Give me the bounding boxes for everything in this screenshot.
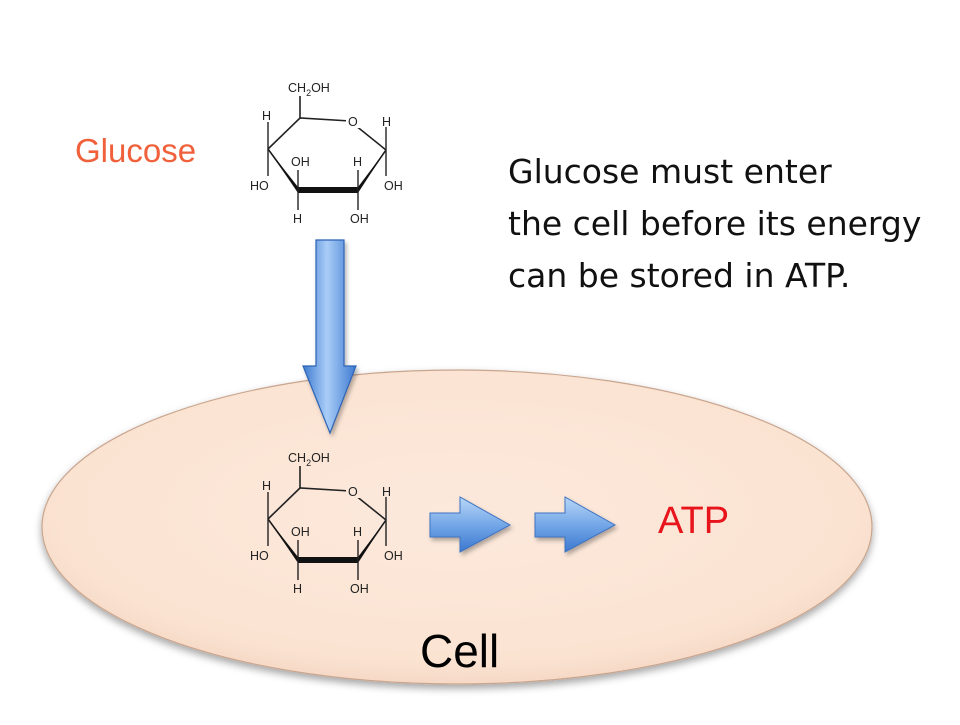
svg-text:O: O (348, 115, 358, 129)
svg-text:H: H (262, 479, 271, 493)
glucose-molecule-outside: CH2OH O H H HO OH OH H H OH (250, 81, 403, 226)
svg-text:H: H (262, 109, 271, 123)
right-arrow-icon-2 (534, 496, 617, 553)
caption-text: Glucose must enter the cell before its e… (508, 146, 921, 302)
svg-text:H: H (293, 582, 302, 596)
glucose-label: Glucose (75, 132, 197, 169)
svg-text:HO: HO (250, 179, 269, 193)
svg-text:H: H (293, 212, 302, 226)
svg-text:OH: OH (291, 525, 310, 539)
svg-text:OH: OH (384, 179, 403, 193)
svg-text:H: H (353, 155, 362, 169)
svg-text:CH2OH: CH2OH (288, 81, 330, 98)
svg-text:OH: OH (350, 212, 369, 226)
down-arrow-icon (302, 239, 357, 435)
caption-line-2: the cell before its energy (508, 204, 922, 243)
svg-text:OH: OH (291, 155, 310, 169)
caption-line-3: can be stored in ATP. (508, 256, 851, 295)
caption-line-1: Glucose must enter (508, 152, 832, 191)
svg-text:H: H (382, 485, 391, 499)
cell-label: Cell (420, 625, 500, 677)
svg-text:O: O (348, 485, 358, 499)
svg-text:OH: OH (384, 549, 403, 563)
svg-text:H: H (382, 115, 391, 129)
glucose-molecule-inside: CH2OH O H H HO OH OH H H OH (250, 451, 403, 596)
svg-text:H: H (353, 525, 362, 539)
right-arrow-icon-1 (429, 496, 512, 553)
atp-label: ATP (658, 500, 730, 542)
svg-text:HO: HO (250, 549, 269, 563)
svg-text:OH: OH (350, 582, 369, 596)
svg-text:CH2OH: CH2OH (288, 451, 330, 468)
